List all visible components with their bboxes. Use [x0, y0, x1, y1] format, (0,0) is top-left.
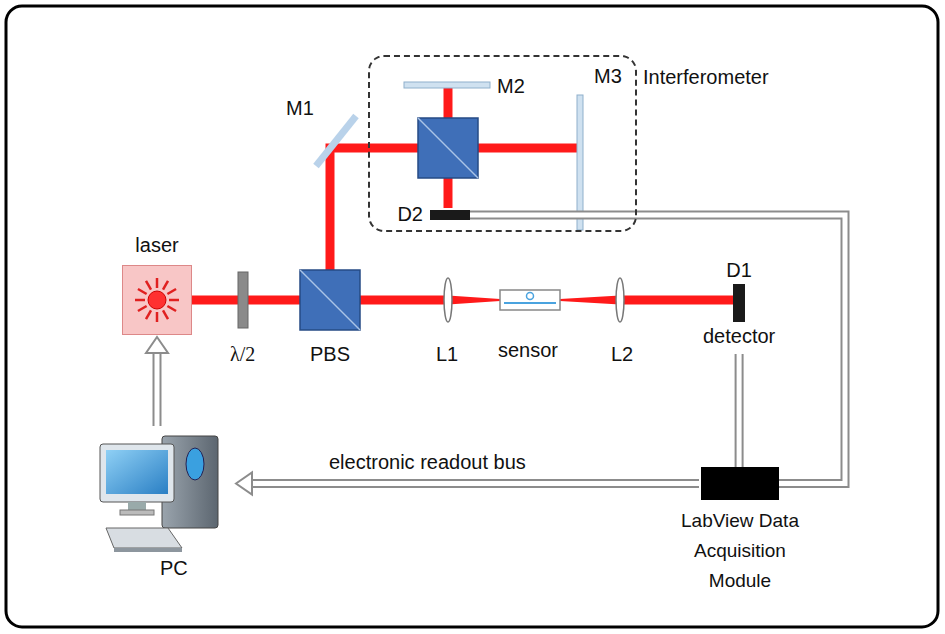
cable-outline [250, 479, 699, 488]
laser-label: laser [135, 233, 178, 257]
detector-plate [733, 284, 745, 322]
sensor-resonator [527, 293, 534, 300]
daq-label: LabView Data Acquisition Module [665, 506, 815, 596]
cable-core [250, 481, 699, 486]
lens-label: L2 [611, 342, 633, 366]
mirror-label: M2 [497, 74, 525, 98]
beam-splitter [418, 118, 478, 178]
splitter-diagonal [300, 270, 360, 330]
focused-beam [448, 296, 500, 305]
splitter-diagonal [418, 118, 478, 178]
detector-label: detector [703, 324, 775, 348]
readout-cable [470, 215, 845, 484]
mirror-label: M3 [594, 64, 622, 88]
polarizing-beam-splitter [300, 270, 360, 330]
outer-frame [6, 6, 938, 627]
arrow-head [236, 473, 252, 495]
waveplate-label: λ/2 [230, 342, 255, 366]
daq-module: LabView Data Acquisition Module [660, 467, 820, 596]
sensor-waveguide [504, 302, 556, 304]
half-wave-plate [238, 272, 248, 328]
splitter-label: PBS [310, 342, 350, 366]
computer-label: PC [160, 556, 232, 580]
group-heading: Interferometer [643, 65, 769, 89]
lens-label: L1 [436, 342, 458, 366]
diverging-beam [560, 296, 620, 305]
laser-box [122, 265, 192, 335]
lens-l1 [444, 278, 452, 322]
laser-star [122, 265, 192, 335]
photodetector: D2 [430, 210, 470, 220]
mirror-m2 [404, 82, 490, 88]
readout-cable [739, 354, 740, 467]
lens-l2 [616, 278, 624, 322]
detector-label: D2 [397, 202, 423, 226]
readout-cable [236, 473, 699, 495]
pc-icon [92, 430, 232, 560]
laser-source: laser [122, 233, 192, 335]
arrow-head [146, 337, 168, 353]
cable-outline [470, 215, 845, 484]
cable-core [155, 351, 160, 426]
readout-cable [146, 337, 168, 426]
cable-outline [735, 354, 744, 467]
sensor-chip [500, 290, 560, 310]
cable-core [737, 354, 742, 467]
detector-label: D1 [726, 258, 752, 282]
mirror-label: M1 [286, 96, 314, 120]
sensor-label: sensor [498, 338, 558, 362]
cable-core [470, 215, 845, 484]
cable-outline [153, 351, 162, 426]
photodetector: D1 detector [703, 258, 775, 348]
mirror-m1 [316, 116, 356, 166]
daq-box [701, 467, 779, 500]
mirror-m3 [577, 95, 583, 230]
computer: PC [92, 430, 232, 580]
laser-beam [192, 88, 734, 300]
bus-label: electronic readout bus [326, 450, 529, 474]
interferometer-group: InterferometerD2 [368, 55, 637, 232]
